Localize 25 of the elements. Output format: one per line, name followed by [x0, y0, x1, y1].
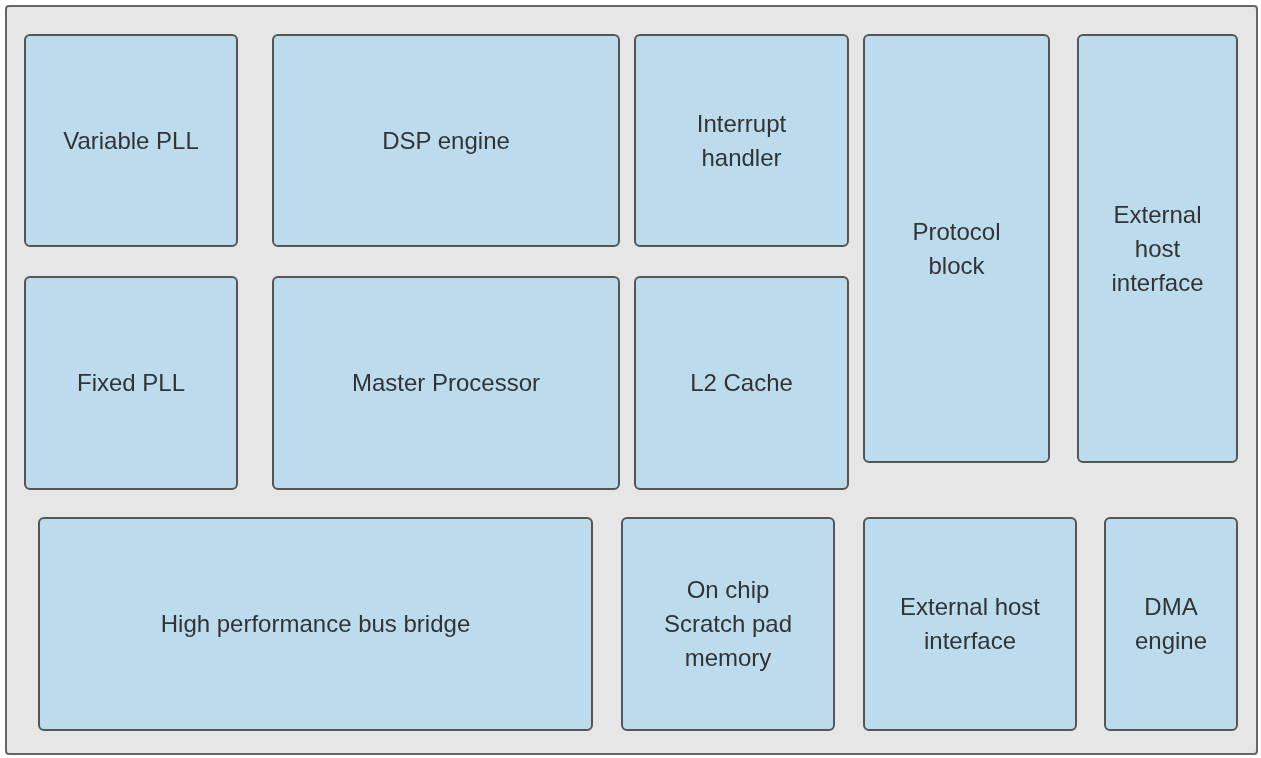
block-label: Protocol block	[911, 216, 1002, 281]
block-box	[1104, 517, 1238, 731]
block-box	[272, 276, 620, 490]
block-label: External host interface	[1110, 199, 1205, 298]
block-label: Variable PLL	[63, 125, 199, 156]
block-box	[1077, 34, 1238, 463]
block-box	[863, 517, 1077, 731]
block-label: On chip Scratch pad memory	[662, 575, 794, 673]
block-box	[621, 517, 835, 731]
block-label: L2 Cache	[690, 368, 793, 398]
chip-outline	[5, 5, 1258, 755]
block-label: External host interface	[898, 592, 1042, 656]
block-label: High performance bus bridge	[160, 609, 471, 639]
block-box	[24, 276, 238, 490]
block-label: Fixed PLL	[76, 368, 186, 398]
block-box	[24, 34, 238, 247]
block-label: DSP engine	[382, 125, 510, 156]
block-label: DMA engine	[1133, 592, 1209, 656]
block-box	[634, 34, 849, 247]
block-label: Interrupt handler	[695, 108, 788, 173]
block-box	[272, 34, 620, 247]
block-label: Master Processor	[351, 368, 541, 398]
block-box	[863, 34, 1050, 463]
block-box	[38, 517, 593, 731]
block-box	[634, 276, 849, 490]
